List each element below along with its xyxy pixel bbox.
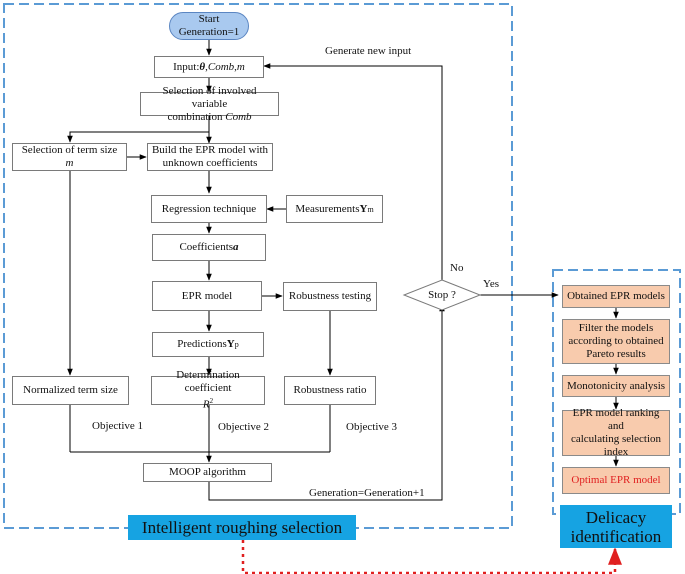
- moop-label: MOOP algorithm: [169, 466, 246, 478]
- objective2-label: Objective 2: [218, 421, 270, 433]
- start-node: Start Generation=1: [169, 12, 249, 40]
- no-label: No: [450, 262, 464, 274]
- coefficients-box: Coefficients a: [152, 234, 266, 261]
- roughing-banner-label: Intelligent roughing selection: [141, 518, 343, 537]
- delicacy-banner-line1: Delicacy: [585, 507, 647, 527]
- start-label: Start: [198, 13, 220, 25]
- epr-model-box: EPR model: [152, 281, 262, 311]
- predictions-sub: p: [234, 340, 239, 349]
- input-prefix: Input:: [173, 60, 200, 73]
- roughing-frame: [3, 3, 513, 529]
- ranking-line2: calculating selection: [570, 433, 662, 445]
- robustness-ratio-box: Robustness ratio: [284, 376, 376, 405]
- measurements-label: Measurements: [295, 202, 360, 215]
- input-theta: θ: [199, 60, 206, 73]
- robustness-testing-box: Robustness testing: [283, 282, 377, 311]
- stop-label: Stop ?: [428, 289, 456, 301]
- normalized-term-size-label: Normalized term size: [23, 384, 118, 396]
- build-epr-line1: Build the EPR model with: [151, 144, 269, 156]
- obtained-epr-box: Obtained EPR models: [562, 285, 670, 308]
- normalized-term-size-box: Normalized term size: [12, 376, 129, 405]
- robustness-testing-label: Robustness testing: [288, 290, 372, 302]
- robustness-ratio-label: Robustness ratio: [293, 384, 367, 396]
- selection-comb-box: Selection of involved variable combinati…: [140, 85, 279, 123]
- input-m: m: [236, 60, 245, 73]
- selection-comb-line1: Selection of involved variable: [162, 84, 257, 110]
- input-comb: Comb: [207, 60, 235, 73]
- selection-comb-line2: combination: [167, 110, 226, 123]
- predictions-y: Y: [226, 338, 235, 350]
- filter-line2: according to obtained: [568, 335, 664, 347]
- roughing-banner: Intelligent roughing selection: [128, 515, 356, 540]
- ranking-box: EPR model ranking and calculating select…: [562, 407, 670, 458]
- filter-line3: Pareto results: [586, 348, 646, 360]
- selection-comb-var: Comb: [225, 110, 252, 123]
- stop-diamond: [402, 279, 482, 311]
- measurements-sub: m: [367, 204, 374, 214]
- objective1-label: Objective 1: [92, 420, 144, 432]
- determination-var: R: [202, 398, 210, 411]
- term-size-var: m: [65, 157, 74, 169]
- delicacy-banner: Delicacy identification: [560, 505, 672, 548]
- build-epr-box: Build the EPR model with unknown coeffic…: [147, 143, 273, 171]
- optimal-epr-box: Optimal EPR model: [562, 467, 670, 494]
- banner-link: [241, 540, 622, 574]
- regression-box: Regression technique: [151, 195, 267, 223]
- predictions-label: Predictions: [177, 338, 227, 350]
- coefficients-label: Coefficients: [179, 241, 234, 253]
- obtained-epr-label: Obtained EPR models: [567, 290, 665, 302]
- term-size-box: Selection of term size m: [12, 143, 127, 171]
- delicacy-frame: [552, 269, 681, 515]
- ranking-line3: index: [603, 446, 629, 458]
- regression-label: Regression technique: [161, 202, 257, 215]
- ranking-line1: EPR model ranking and: [572, 407, 660, 432]
- filter-models-box: Filter the models according to obtained …: [562, 319, 670, 364]
- monotonicity-box: Monotonicity analysis: [562, 375, 670, 397]
- determination-sup: 2: [209, 397, 214, 406]
- filter-line1: Filter the models: [578, 322, 654, 334]
- term-size-line1: Selection of term size: [21, 144, 118, 156]
- generate-new-input-label: Generate new input: [325, 45, 412, 57]
- yes-label: Yes: [483, 278, 500, 290]
- input-box: Input: θ, Comb, m: [154, 56, 264, 78]
- coefficients-var: a: [233, 241, 239, 253]
- generation-increment-label: Generation=Generation+1: [309, 487, 425, 499]
- optimal-epr-label: Optimal EPR model: [571, 474, 661, 486]
- input-sep2: ,: [234, 60, 237, 73]
- moop-box: MOOP algorithm: [143, 463, 272, 482]
- generation-init-label: Generation=1: [178, 26, 240, 38]
- build-epr-line2: unknown coefficients: [162, 157, 258, 169]
- input-sep1: ,: [205, 60, 208, 73]
- monotonicity-label: Monotonicity analysis: [566, 379, 666, 392]
- objective3-label: Objective 3: [346, 421, 398, 433]
- epr-model-label: EPR model: [181, 289, 233, 302]
- delicacy-banner-line2: identification: [570, 526, 662, 546]
- determination-line1: Determination coefficient: [176, 369, 240, 395]
- determination-box: Determination coefficient R2: [151, 369, 265, 411]
- measurements-y: Y: [359, 202, 368, 215]
